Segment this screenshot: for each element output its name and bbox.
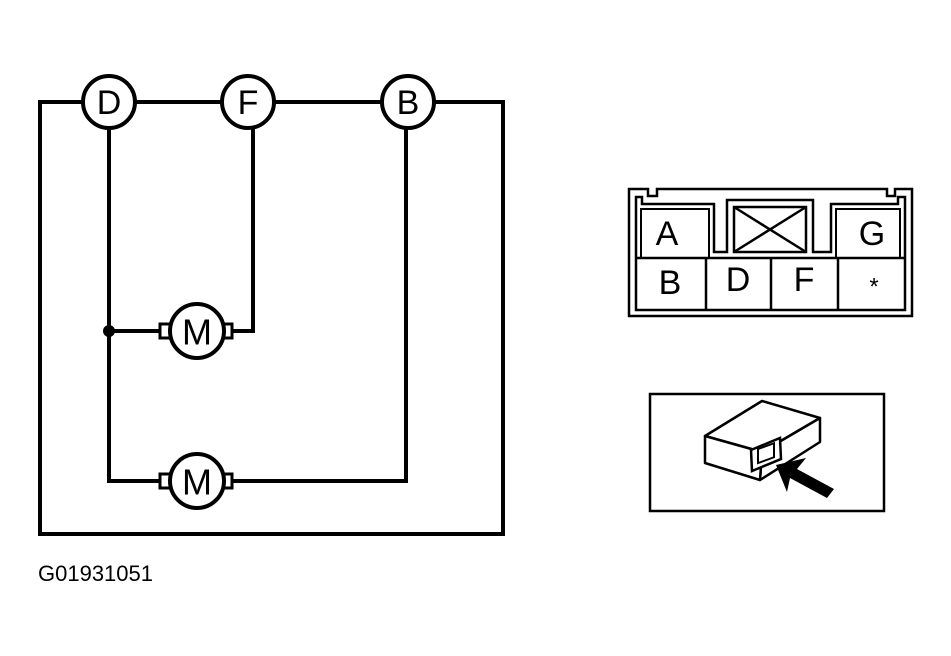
outer-loop-wire [38, 100, 505, 536]
wire-d-branch [107, 128, 160, 483]
component-locator [648, 392, 886, 513]
pin-label-a: A [656, 215, 679, 253]
motor-lower-label: M [182, 462, 212, 503]
circuit-schematic: M M D F B [38, 74, 505, 536]
figure-id: G01931051 [38, 561, 153, 586]
connector-inner-outline [634, 195, 907, 312]
pointer-arrow-icon [776, 458, 834, 498]
pin-label-b: B [659, 264, 682, 302]
node-b: B [380, 74, 436, 130]
motor-upper: M [168, 302, 226, 360]
locator-frame [648, 392, 886, 513]
pin-cell-g [835, 208, 901, 259]
node-b-label: B [397, 84, 420, 122]
pin-label-g: G [859, 215, 885, 253]
pin-label-d: D [726, 261, 751, 299]
node-f-label: F [238, 84, 259, 122]
connector-housing [627, 187, 914, 318]
motor-lower: M [168, 452, 226, 510]
connector-face: A G B D F * [627, 187, 914, 318]
pin-label-f: F [794, 261, 815, 299]
wire-b-lower-motor [232, 128, 408, 483]
pin-label-star: * [869, 274, 878, 301]
junction-dot [103, 325, 115, 337]
blocked-pin-cell [732, 205, 808, 254]
wire-f-upper-motor [232, 128, 255, 333]
node-f: F [220, 74, 276, 130]
node-d-label: D [97, 84, 122, 122]
pin-cell-a [640, 208, 710, 259]
node-d: D [81, 74, 137, 130]
motor-upper-label: M [182, 312, 212, 353]
module-box-icon [703, 399, 822, 482]
